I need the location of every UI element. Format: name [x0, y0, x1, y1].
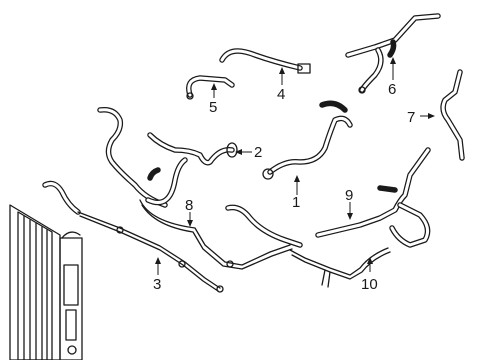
radiator [9, 204, 83, 360]
callout-1: 1 [292, 194, 300, 211]
bypass-hose [186, 75, 235, 100]
callout-8: 8 [185, 197, 193, 214]
callout-7: 7 [407, 109, 415, 126]
coolant-hose-right [225, 147, 431, 248]
expansion-tank-hose [440, 69, 465, 161]
callout-5: 5 [209, 99, 217, 116]
callout-3: 3 [153, 276, 161, 293]
callout-9: 9 [345, 187, 353, 204]
callout-2: 2 [254, 144, 262, 161]
coolant-hose-lower-right [289, 247, 391, 288]
heater-hose-branch [345, 13, 441, 94]
callout-4: 4 [277, 86, 285, 103]
callout-10: 10 [361, 276, 378, 293]
upper-radiator-hose [262, 100, 353, 180]
lower-radiator-hose [147, 132, 238, 166]
return-hose [97, 106, 188, 208]
coolant-pipe [139, 199, 293, 270]
heater-hose-upper [219, 48, 311, 74]
transmission-cooler-line [42, 180, 224, 293]
callout-6: 6 [388, 81, 396, 98]
callout-leaders [155, 57, 435, 275]
